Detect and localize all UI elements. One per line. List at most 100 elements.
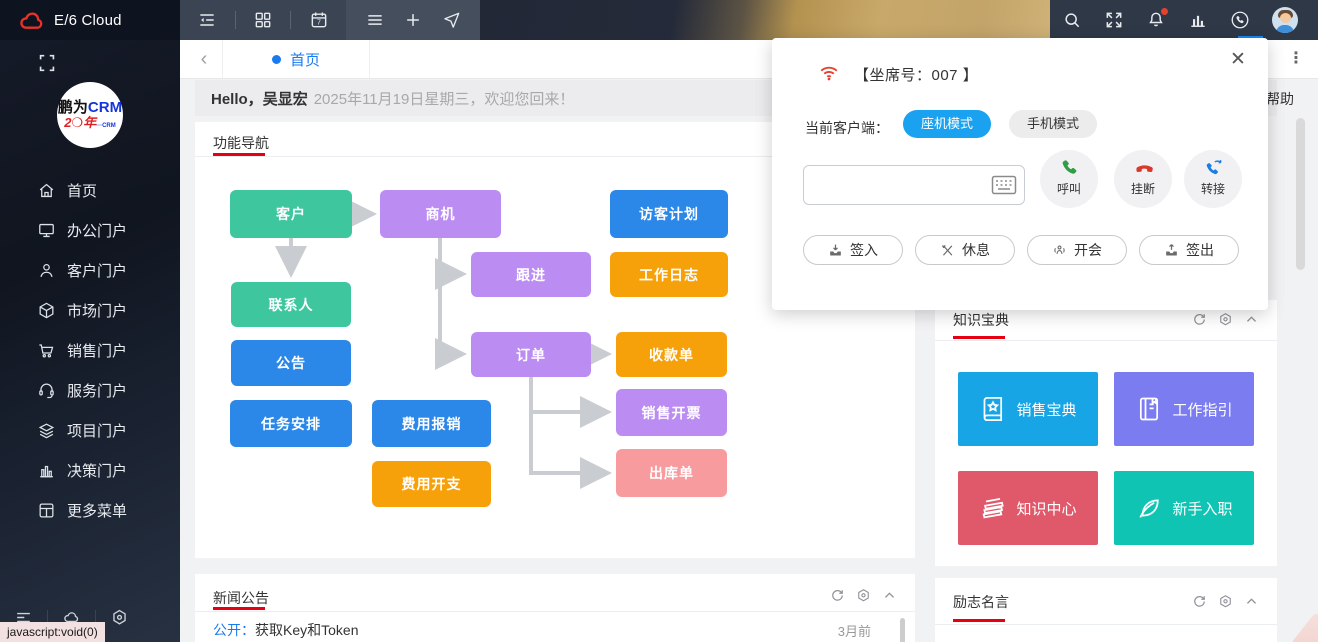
flow-node-工作日志[interactable]: 工作日志	[610, 252, 728, 297]
book-star-icon	[979, 395, 1007, 423]
sidebar-item-label: 决策门户	[67, 462, 128, 480]
refresh-icon[interactable]	[1192, 312, 1207, 327]
cube-icon	[37, 301, 56, 320]
kb-tile-label: 知识中心	[1016, 500, 1077, 518]
cloud-sync-icon[interactable]	[62, 608, 81, 627]
kb-tile-label: 销售宝典	[1016, 401, 1077, 419]
mode-手机模式[interactable]: 手机模式	[1009, 110, 1098, 138]
flow-node-销售开票[interactable]: 销售开票	[616, 389, 727, 436]
tab-more-icon[interactable]: ⋮	[1288, 50, 1304, 67]
kb-tile-知识中心[interactable]: 知识中心	[958, 471, 1098, 545]
more-grid-icon	[37, 501, 56, 520]
gear-icon[interactable]	[1218, 312, 1233, 327]
gear-icon[interactable]	[856, 588, 871, 603]
signin-button[interactable]: 签入	[803, 235, 903, 265]
action-label: 挂断	[1130, 182, 1155, 196]
close-icon[interactable]: ✕	[1230, 49, 1246, 70]
calendar-icon[interactable]: 7	[309, 10, 329, 30]
hangup-icon	[1133, 158, 1154, 179]
top-bar: E/6 Cloud 7	[0, 0, 1318, 40]
add-icon[interactable]	[403, 10, 423, 30]
home-icon	[37, 181, 56, 200]
flow-node-费用报销[interactable]: 费用报销	[372, 400, 491, 447]
client-mode-label: 当前客户端：	[805, 120, 889, 136]
tab-home[interactable]: 首页	[222, 40, 370, 78]
transfer-button[interactable]: 转接	[1184, 150, 1242, 208]
notifications-bell-icon[interactable]	[1146, 8, 1168, 30]
sidebar-item-办公门户[interactable]: 办公门户	[0, 210, 180, 250]
sidebar-item-项目门户[interactable]: 项目门户	[0, 410, 180, 450]
flowchart: 客户商机 访客计划跟进工作日志联系人订单收款单 公告销售开票 任务安排费用报销出库单 费…	[195, 156, 915, 558]
mode-座机模式[interactable]: 座机模式	[903, 110, 992, 138]
news-scrollbar-thumb[interactable]	[900, 618, 905, 642]
gear-icon[interactable]	[1218, 594, 1233, 609]
flow-node-联系人[interactable]: 联系人	[231, 282, 351, 327]
dialpad-keyboard-icon[interactable]	[991, 175, 1017, 195]
back-chevron-icon[interactable]: ‹	[200, 48, 208, 70]
flow-node-客户[interactable]: 客户	[230, 190, 352, 238]
signout-button[interactable]: 签出	[1139, 235, 1239, 265]
softphone-icon[interactable]	[1230, 10, 1250, 30]
card-title: 励志名言	[953, 594, 1009, 610]
chart-icon	[37, 461, 56, 480]
rest-icon	[940, 243, 955, 258]
sidebar-item-客户门户[interactable]: 客户门户	[0, 250, 180, 290]
flow-node-任务安排[interactable]: 任务安排	[230, 400, 352, 447]
scan-frame-icon[interactable]	[36, 52, 58, 74]
client-mode-switch: 座机模式手机模式	[903, 110, 1098, 138]
menu-icon[interactable]	[365, 10, 385, 30]
flow-node-订单[interactable]: 订单	[471, 332, 591, 377]
sidebar-item-决策门户[interactable]: 决策门户	[0, 450, 180, 490]
user-avatar[interactable]	[1272, 7, 1298, 33]
flow-node-商机[interactable]: 商机	[380, 190, 501, 238]
help-link[interactable]: 帮助	[1266, 91, 1294, 107]
card-title: 知识宝典	[953, 312, 1009, 328]
refresh-icon[interactable]	[1192, 594, 1207, 609]
flow-node-费用开支[interactable]: 费用开支	[372, 461, 491, 507]
action-label: 呼叫	[1056, 182, 1081, 196]
news-tag[interactable]: 公开：	[213, 622, 255, 638]
call-button[interactable]: 呼叫	[1040, 150, 1098, 208]
sidebar-item-label: 客户门户	[67, 262, 128, 280]
collapse-menu-icon[interactable]	[14, 608, 33, 627]
flow-node-公告[interactable]: 公告	[231, 340, 351, 386]
sidebar-item-首页[interactable]: 首页	[0, 170, 180, 210]
panel-icons	[830, 588, 897, 603]
meeting-button[interactable]: 开会	[1027, 235, 1127, 265]
analytics-icon[interactable]	[1188, 10, 1208, 30]
flow-nodes: 客户商机 访客计划跟进工作日志联系人订单收款单 公告销售开票 任务安排费用报销出库单 费…	[195, 122, 915, 558]
chevron-up-icon[interactable]	[1244, 312, 1259, 327]
flow-node-出库单[interactable]: 出库单	[616, 449, 727, 497]
flow-node-收款单[interactable]: 收款单	[616, 332, 727, 377]
pill-button-label: 签出	[1186, 242, 1214, 258]
avatar-face	[1280, 13, 1291, 23]
brand-name: E/6 Cloud	[54, 11, 122, 29]
sidebar-item-市场门户[interactable]: 市场门户	[0, 290, 180, 330]
sidebar-item-销售门户[interactable]: 销售门户	[0, 330, 180, 370]
kb-tile-销售宝典[interactable]: 销售宝典	[958, 372, 1098, 446]
phone-number-input[interactable]	[803, 165, 1025, 205]
send-icon[interactable]	[442, 10, 462, 30]
settings-icon[interactable]	[110, 608, 129, 627]
flow-node-跟进[interactable]: 跟进	[471, 252, 591, 297]
page-scrollbar-thumb[interactable]	[1296, 118, 1305, 270]
kb-tile-工作指引[interactable]: 工作指引	[1114, 372, 1254, 446]
news-title[interactable]: 获取Key和Token	[255, 622, 359, 638]
collapse-sidebar-icon[interactable]	[197, 10, 217, 30]
flow-node-访客计划[interactable]: 访客计划	[610, 190, 728, 238]
fullscreen-icon[interactable]	[1104, 10, 1124, 30]
grid-apps-icon[interactable]	[253, 10, 273, 30]
chevron-up-icon[interactable]	[882, 588, 897, 603]
rest-button[interactable]: 休息	[915, 235, 1015, 265]
refresh-icon[interactable]	[830, 588, 845, 603]
hangup-button[interactable]: 挂断	[1114, 150, 1172, 208]
search-icon[interactable]	[1062, 10, 1082, 30]
chevron-up-icon[interactable]	[1244, 594, 1259, 609]
sidebar-footer	[0, 600, 180, 634]
kb-tile-新手入职[interactable]: 新手入职	[1114, 471, 1254, 545]
sidebar-item-更多菜单[interactable]: 更多菜单	[0, 490, 180, 530]
sidebar-item-服务门户[interactable]: 服务门户	[0, 370, 180, 410]
